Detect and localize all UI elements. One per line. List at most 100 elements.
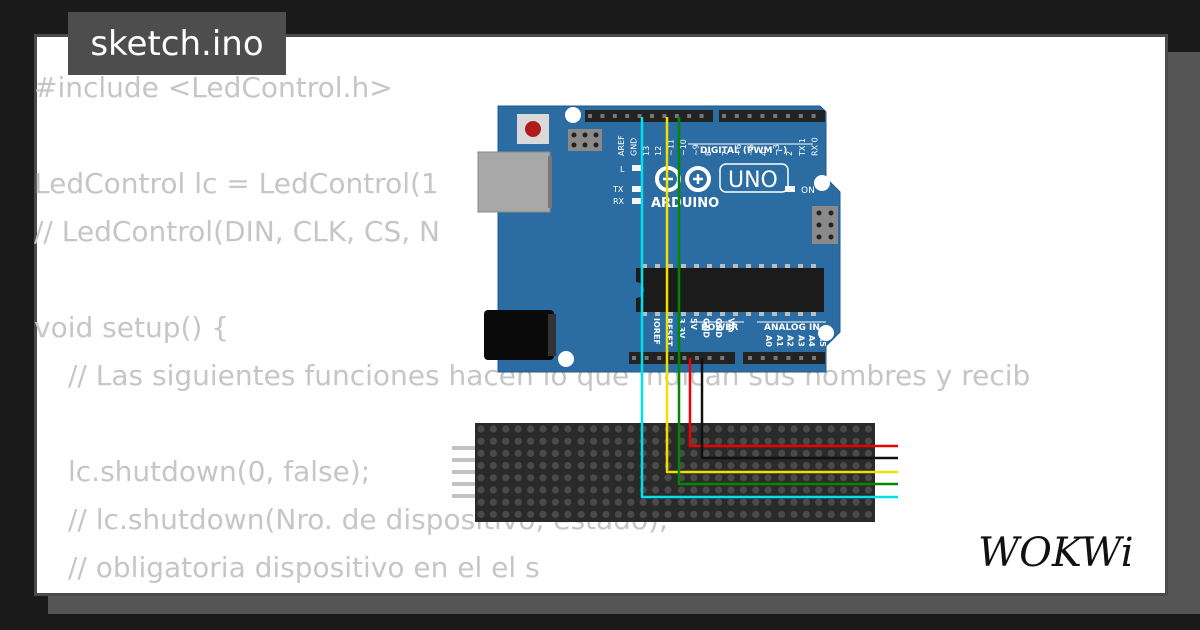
led-dot (764, 425, 772, 433)
led-dot (551, 449, 560, 457)
led-dot (564, 462, 572, 470)
led-dot (790, 449, 798, 457)
led-dot (690, 486, 698, 494)
led-dot (702, 510, 710, 518)
led-dot (690, 498, 698, 506)
led-dot (539, 462, 547, 470)
led-dot (727, 474, 735, 482)
led-dot (840, 425, 848, 433)
led-dot (590, 498, 598, 506)
led-dot (477, 498, 485, 506)
led-dot (764, 462, 772, 470)
led-dot (502, 510, 510, 518)
led-dot (602, 474, 610, 482)
header-pin (674, 114, 679, 118)
pin-label: 7 (721, 151, 730, 156)
led-dot (752, 449, 760, 457)
led-dot (764, 474, 772, 482)
l-led (632, 165, 642, 171)
led-dot (577, 510, 585, 518)
led-dot (539, 486, 547, 494)
led-dot (739, 498, 748, 506)
header-pin (625, 114, 630, 118)
led-dot (864, 449, 873, 457)
led-dot (489, 486, 497, 494)
led-dot (690, 425, 698, 433)
pin-label: ~10 (679, 139, 688, 156)
led-dot (551, 510, 560, 518)
led-dot (477, 486, 485, 494)
led-dot (551, 498, 560, 506)
led-dot (564, 510, 572, 518)
power-pin-label: GND (702, 318, 711, 338)
header-pin (632, 356, 636, 360)
led-dot (752, 425, 760, 433)
led-dot (527, 474, 535, 482)
file-tab[interactable]: sketch.ino (68, 12, 286, 75)
led-dot (602, 510, 610, 518)
led-dot (502, 437, 510, 445)
pin-label: ~9 (691, 144, 700, 156)
header-pin (650, 114, 654, 118)
led-dot (477, 462, 485, 470)
led-dot (590, 510, 598, 518)
led-dot (827, 510, 835, 518)
led-dot (590, 462, 598, 470)
l-led-label: L (620, 165, 625, 174)
led-dot (852, 449, 860, 457)
led-dot (614, 510, 623, 518)
power-pin-label: IOREF (652, 318, 661, 345)
pin-label: RX 0 (811, 137, 820, 156)
led-dot (527, 498, 535, 506)
header-pin (682, 356, 687, 360)
led-dot (677, 498, 686, 506)
led-dot (639, 510, 647, 518)
led-dot (864, 510, 873, 518)
led-dot (852, 498, 860, 506)
analog-pin-label: A1 (775, 335, 784, 347)
led-dot (815, 425, 823, 433)
led-dot (739, 437, 748, 445)
header-pin (812, 356, 816, 360)
wire-din[interactable] (665, 117, 898, 474)
led-dot (489, 449, 497, 457)
led-dot (652, 486, 660, 494)
led-dot (715, 449, 723, 457)
code-line: LedControl lc = LedControl(1 (34, 167, 439, 200)
reset-button-cap[interactable] (525, 121, 541, 137)
mount-hole (818, 325, 834, 341)
led-dot (739, 449, 748, 457)
led-dot (852, 486, 860, 494)
led-dot (652, 425, 660, 433)
pin-label: 8 (704, 151, 713, 156)
led-dot (802, 486, 811, 494)
led-dot (802, 449, 811, 457)
led-dot (614, 449, 623, 457)
led-dot (489, 425, 497, 433)
led-dot (590, 437, 598, 445)
led-dot (602, 486, 610, 494)
led-dot (564, 498, 572, 506)
wire-clk[interactable] (640, 117, 898, 499)
header-pin (669, 356, 674, 360)
tx-label: TX (612, 185, 624, 194)
wire-cs[interactable] (677, 117, 898, 486)
wire-gnd[interactable] (700, 358, 898, 460)
led-dot (690, 510, 698, 518)
led-dot (802, 474, 811, 482)
led-dot (790, 510, 798, 518)
header-pin (773, 356, 778, 360)
led-dot (527, 510, 535, 518)
led-dot (827, 486, 835, 494)
led-dot (715, 498, 723, 506)
usb-port (477, 151, 551, 213)
led-dot (727, 449, 735, 457)
led-matrix-module[interactable] (452, 423, 875, 522)
analog-pin-label: A5 (818, 335, 827, 347)
power-pin-label: GND (714, 318, 723, 338)
led-dot (477, 425, 485, 433)
wire-vcc[interactable] (688, 358, 898, 448)
arduino-model: UNO (728, 168, 778, 193)
led-dot (815, 437, 823, 445)
